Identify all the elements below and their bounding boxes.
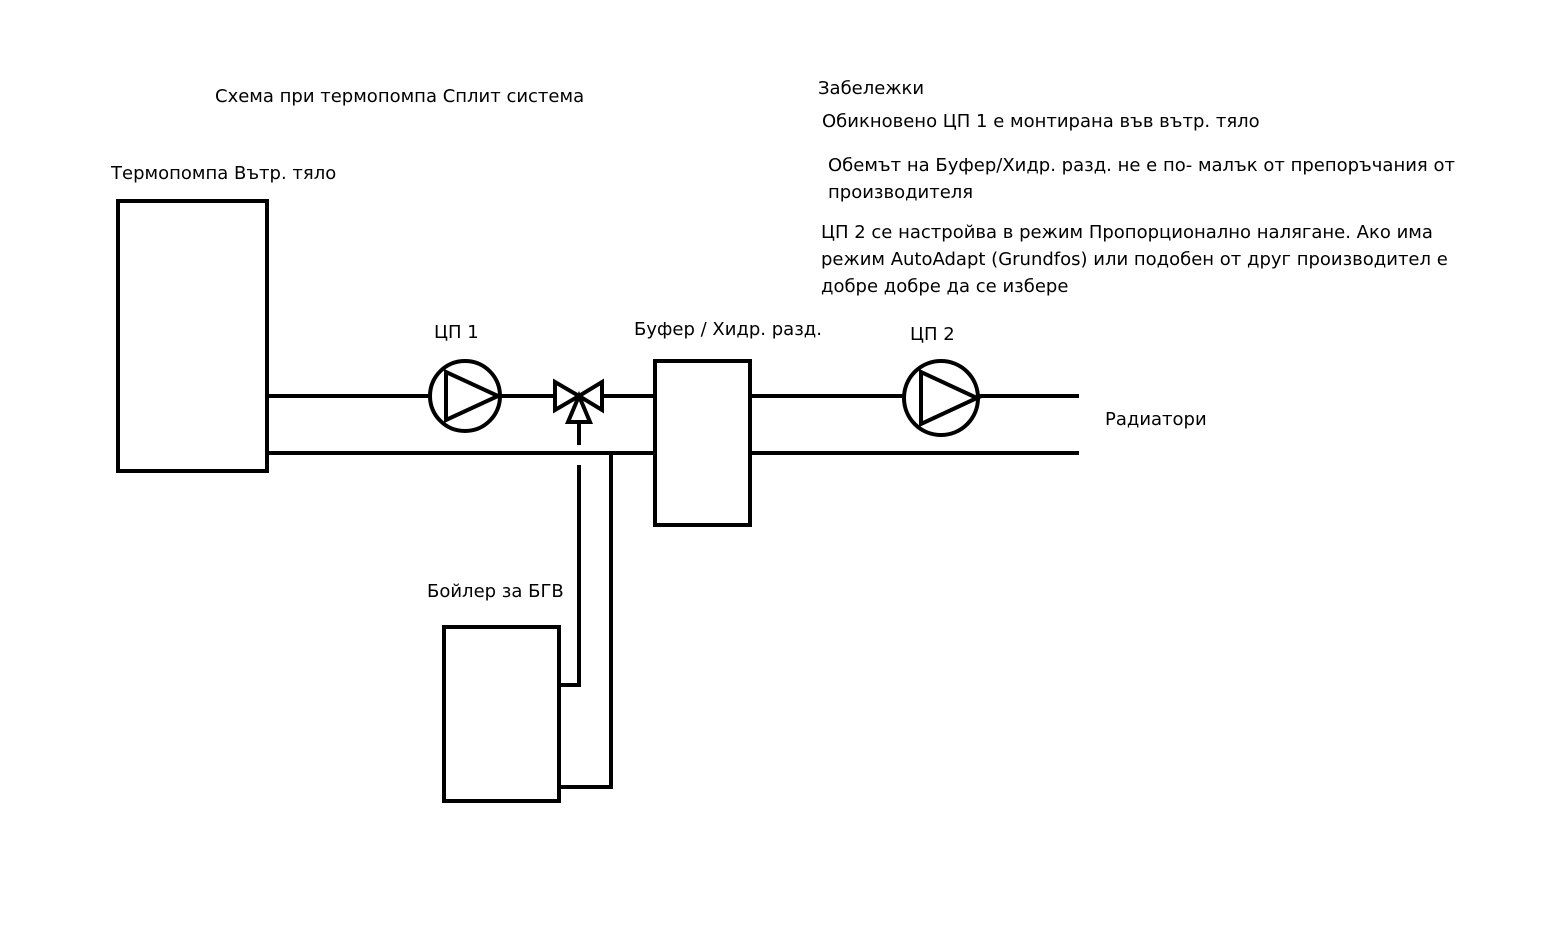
three-way-valve-symbol bbox=[553, 378, 604, 445]
note-2: Обемът на Буфер/Хидр. разд. не е по- мал… bbox=[828, 155, 1455, 203]
note-1: Обикновено ЦП 1 е монтирана във вътр. тя… bbox=[822, 111, 1260, 132]
pump-2-label: ЦП 2 bbox=[910, 324, 955, 345]
boiler-supply-pipe bbox=[559, 465, 581, 687]
boiler-tank bbox=[442, 625, 561, 803]
pump-2-symbol bbox=[902, 359, 982, 437]
note-3: ЦП 2 се настройва в режим Пропорционално… bbox=[821, 222, 1448, 297]
boiler-label: Бойлер за БГВ bbox=[427, 581, 564, 602]
notes-heading: Забележки bbox=[818, 78, 925, 99]
heat-pump-label: Термопомпа Вътр. тяло bbox=[111, 163, 337, 184]
boiler-return-pipe bbox=[559, 453, 613, 789]
buffer-tank bbox=[653, 359, 752, 527]
radiators-label: Радиатори bbox=[1105, 409, 1207, 430]
heat-pump-unit bbox=[116, 199, 269, 473]
buffer-label: Буфер / Хидр. разд. bbox=[634, 319, 822, 340]
pump-1-symbol bbox=[428, 359, 503, 433]
diagram-title: Схема при термопомпа Сплит система bbox=[215, 86, 585, 107]
pump-1-label: ЦП 1 bbox=[434, 322, 479, 343]
